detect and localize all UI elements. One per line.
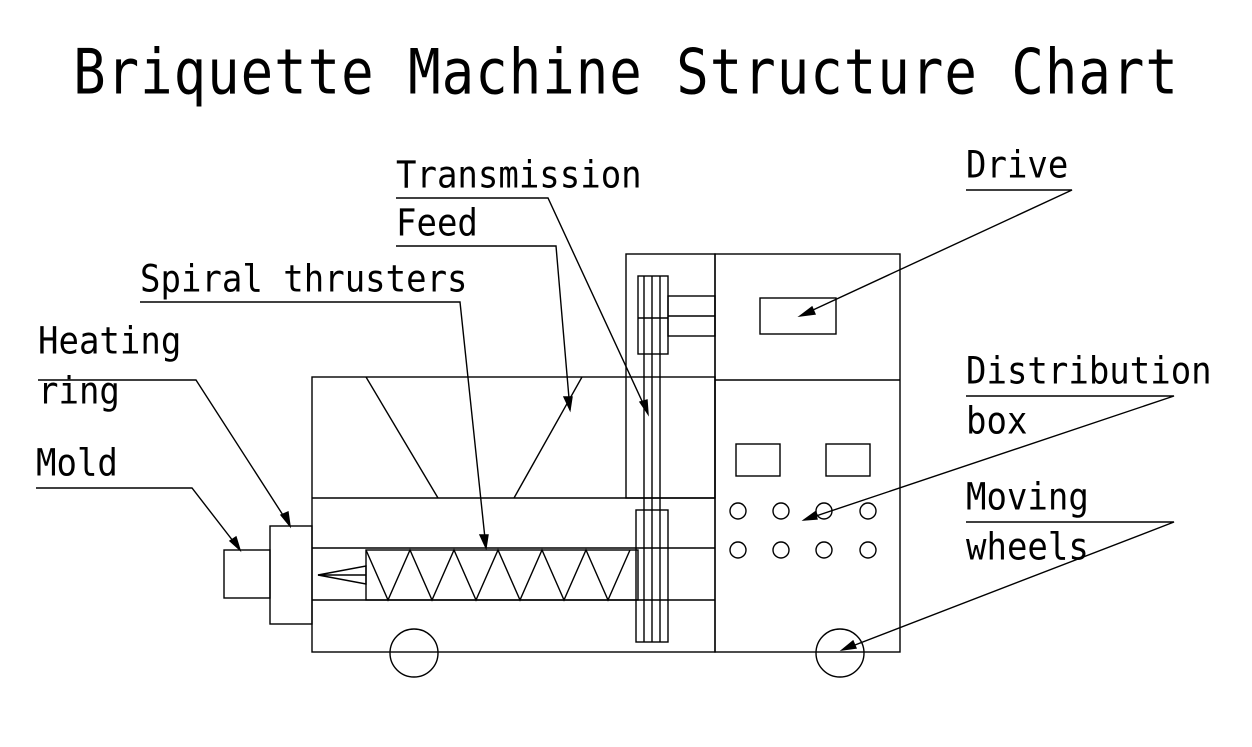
leader-spiral-thrusters-arrow: [478, 534, 489, 551]
mold-outlet: [223, 549, 271, 599]
leader-transmission: [396, 197, 649, 415]
hopper-left-wall: [365, 376, 439, 499]
label-heating-ring-line2: ring: [38, 369, 120, 414]
front-wheel: [389, 628, 439, 678]
moving-wheels: [389, 628, 865, 678]
label-spiral-thrusters: Spiral thrusters: [140, 257, 468, 302]
screw-flights: [365, 548, 631, 602]
label-transmission: Transmission: [396, 153, 642, 198]
label-moving-wheels-line2: wheels: [966, 525, 1089, 570]
cabinet-frame: [714, 253, 901, 653]
leader-heating-ring-arrow: [279, 510, 292, 529]
control-button-2: [772, 502, 790, 520]
drive-motor-window: [759, 297, 837, 335]
leader-drive-arrow: [797, 305, 817, 318]
rear-wheel: [815, 628, 865, 678]
transmission-assembly: [625, 253, 716, 643]
leader-mold-arrow: [228, 535, 242, 553]
leader-drive: [799, 189, 1073, 317]
mold-assembly: [223, 525, 313, 625]
control-button-6: [772, 541, 790, 559]
control-button-8: [859, 541, 877, 559]
label-distribution-box-line2: box: [966, 399, 1028, 444]
distribution-display-2: [825, 443, 871, 477]
control-button-5: [729, 541, 747, 559]
label-mold: Mold: [36, 441, 118, 486]
control-button-1: [729, 502, 747, 520]
control-button-4: [859, 502, 877, 520]
diagram-title: Briquette Machine Structure Chart: [73, 36, 1179, 109]
heating-ring-block: [269, 525, 313, 625]
leader-mold: [36, 487, 241, 551]
hopper-right-wall: [513, 376, 583, 499]
label-distribution-box-line1: Distribution: [966, 349, 1212, 394]
distribution-display-1: [735, 443, 781, 477]
upper-pulley: [637, 275, 669, 355]
spiral-thruster: [317, 548, 639, 602]
leader-spiral-thrusters: [140, 301, 487, 549]
leader-feed: [396, 245, 571, 411]
label-feed: Feed: [396, 201, 478, 246]
leader-distribution-box-arrow: [801, 510, 818, 521]
leader-feed-arrow: [562, 396, 573, 413]
leader-moving-wheels: [841, 521, 1175, 651]
label-moving-wheels-line1: Moving: [966, 475, 1089, 520]
machine-body: [311, 376, 716, 653]
main-body-frame: [311, 376, 716, 653]
leader-heating-ring: [38, 379, 291, 527]
leader-distribution-box: [803, 395, 1175, 521]
control-button-7: [815, 541, 833, 559]
label-drive: Drive: [966, 143, 1069, 188]
transmission-housing: [625, 253, 716, 499]
label-heating-ring-line1: Heating: [38, 319, 182, 364]
leader-moving-wheels-arrow: [839, 639, 858, 652]
leader-lines: [36, 189, 1175, 652]
leader-transmission-arrow: [638, 399, 649, 417]
